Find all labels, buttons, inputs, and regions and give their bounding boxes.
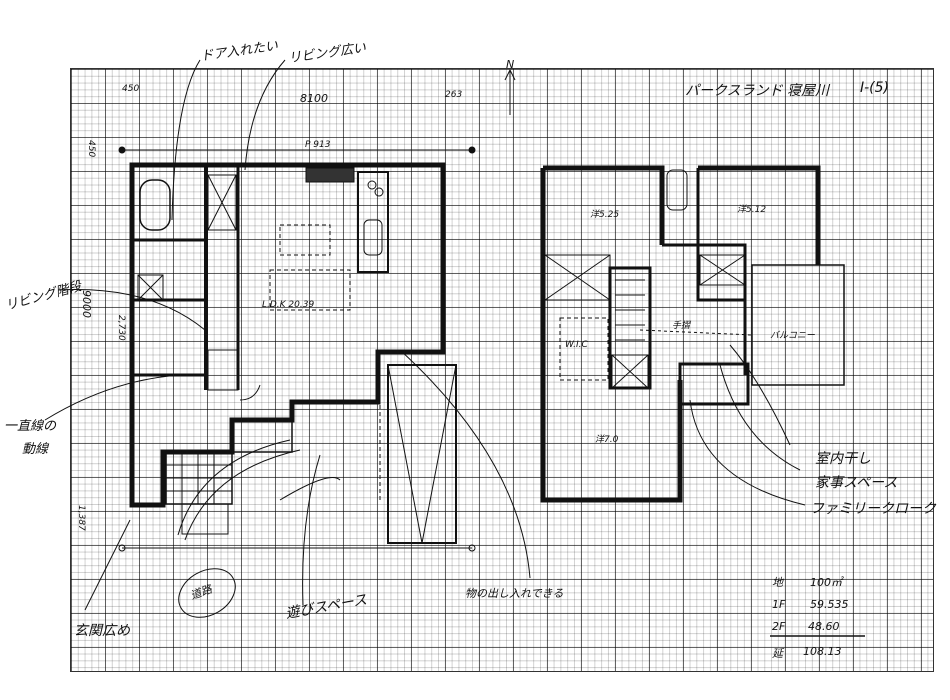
dim-side-bottom: 1,387: [76, 505, 86, 531]
project-title: パークスランド 寝屋川: [685, 83, 830, 99]
first-floor-plan: [118, 146, 476, 552]
note-indoor-drying: 室内干し: [815, 451, 871, 467]
area-value: 100㎡: [810, 576, 842, 589]
leader-lines: [44, 59, 865, 637]
dim-side-inner: 2,730: [116, 315, 126, 341]
area-label: 地: [772, 576, 783, 589]
note-storage: 物の出し入れできる: [465, 587, 564, 600]
room-bed3: 洋7.0: [595, 435, 619, 445]
room-bed1: 洋5.25: [590, 210, 620, 220]
area-value: 48.60: [808, 620, 840, 633]
dim-top-left: 450: [122, 84, 140, 94]
room-bed2: 洋5.12: [737, 205, 767, 215]
north-arrow-label: N: [506, 58, 515, 71]
plan-id: I-(5): [860, 80, 890, 96]
area-label: 1F: [772, 598, 786, 611]
room-wic: W.I.C: [565, 340, 588, 350]
note-family-closet: ファミリークローク: [810, 501, 936, 517]
note-flow: 動線: [22, 442, 49, 457]
dim-window: P 913: [305, 140, 331, 150]
balcony-label: バルコニー: [770, 331, 815, 341]
note-entrance: 玄関広め: [74, 623, 130, 639]
note-housework: 家事スペース: [815, 475, 898, 491]
dim-top-right: 263: [445, 90, 463, 100]
second-floor-plan: [504, 68, 845, 503]
handrail-label: 手摺: [672, 321, 691, 331]
area-value: 108.13: [803, 645, 842, 658]
dim-depth: 9000: [80, 290, 93, 318]
area-label: 2F: [772, 620, 786, 633]
room-ldk: L.D.K 20.39: [262, 300, 315, 310]
note-straight-line: 一直線の: [4, 419, 57, 434]
dim-width: 8100: [300, 92, 328, 105]
area-label: 延: [772, 647, 783, 660]
area-value: 59.535: [810, 598, 849, 611]
dim-side-top: 450: [86, 140, 96, 158]
